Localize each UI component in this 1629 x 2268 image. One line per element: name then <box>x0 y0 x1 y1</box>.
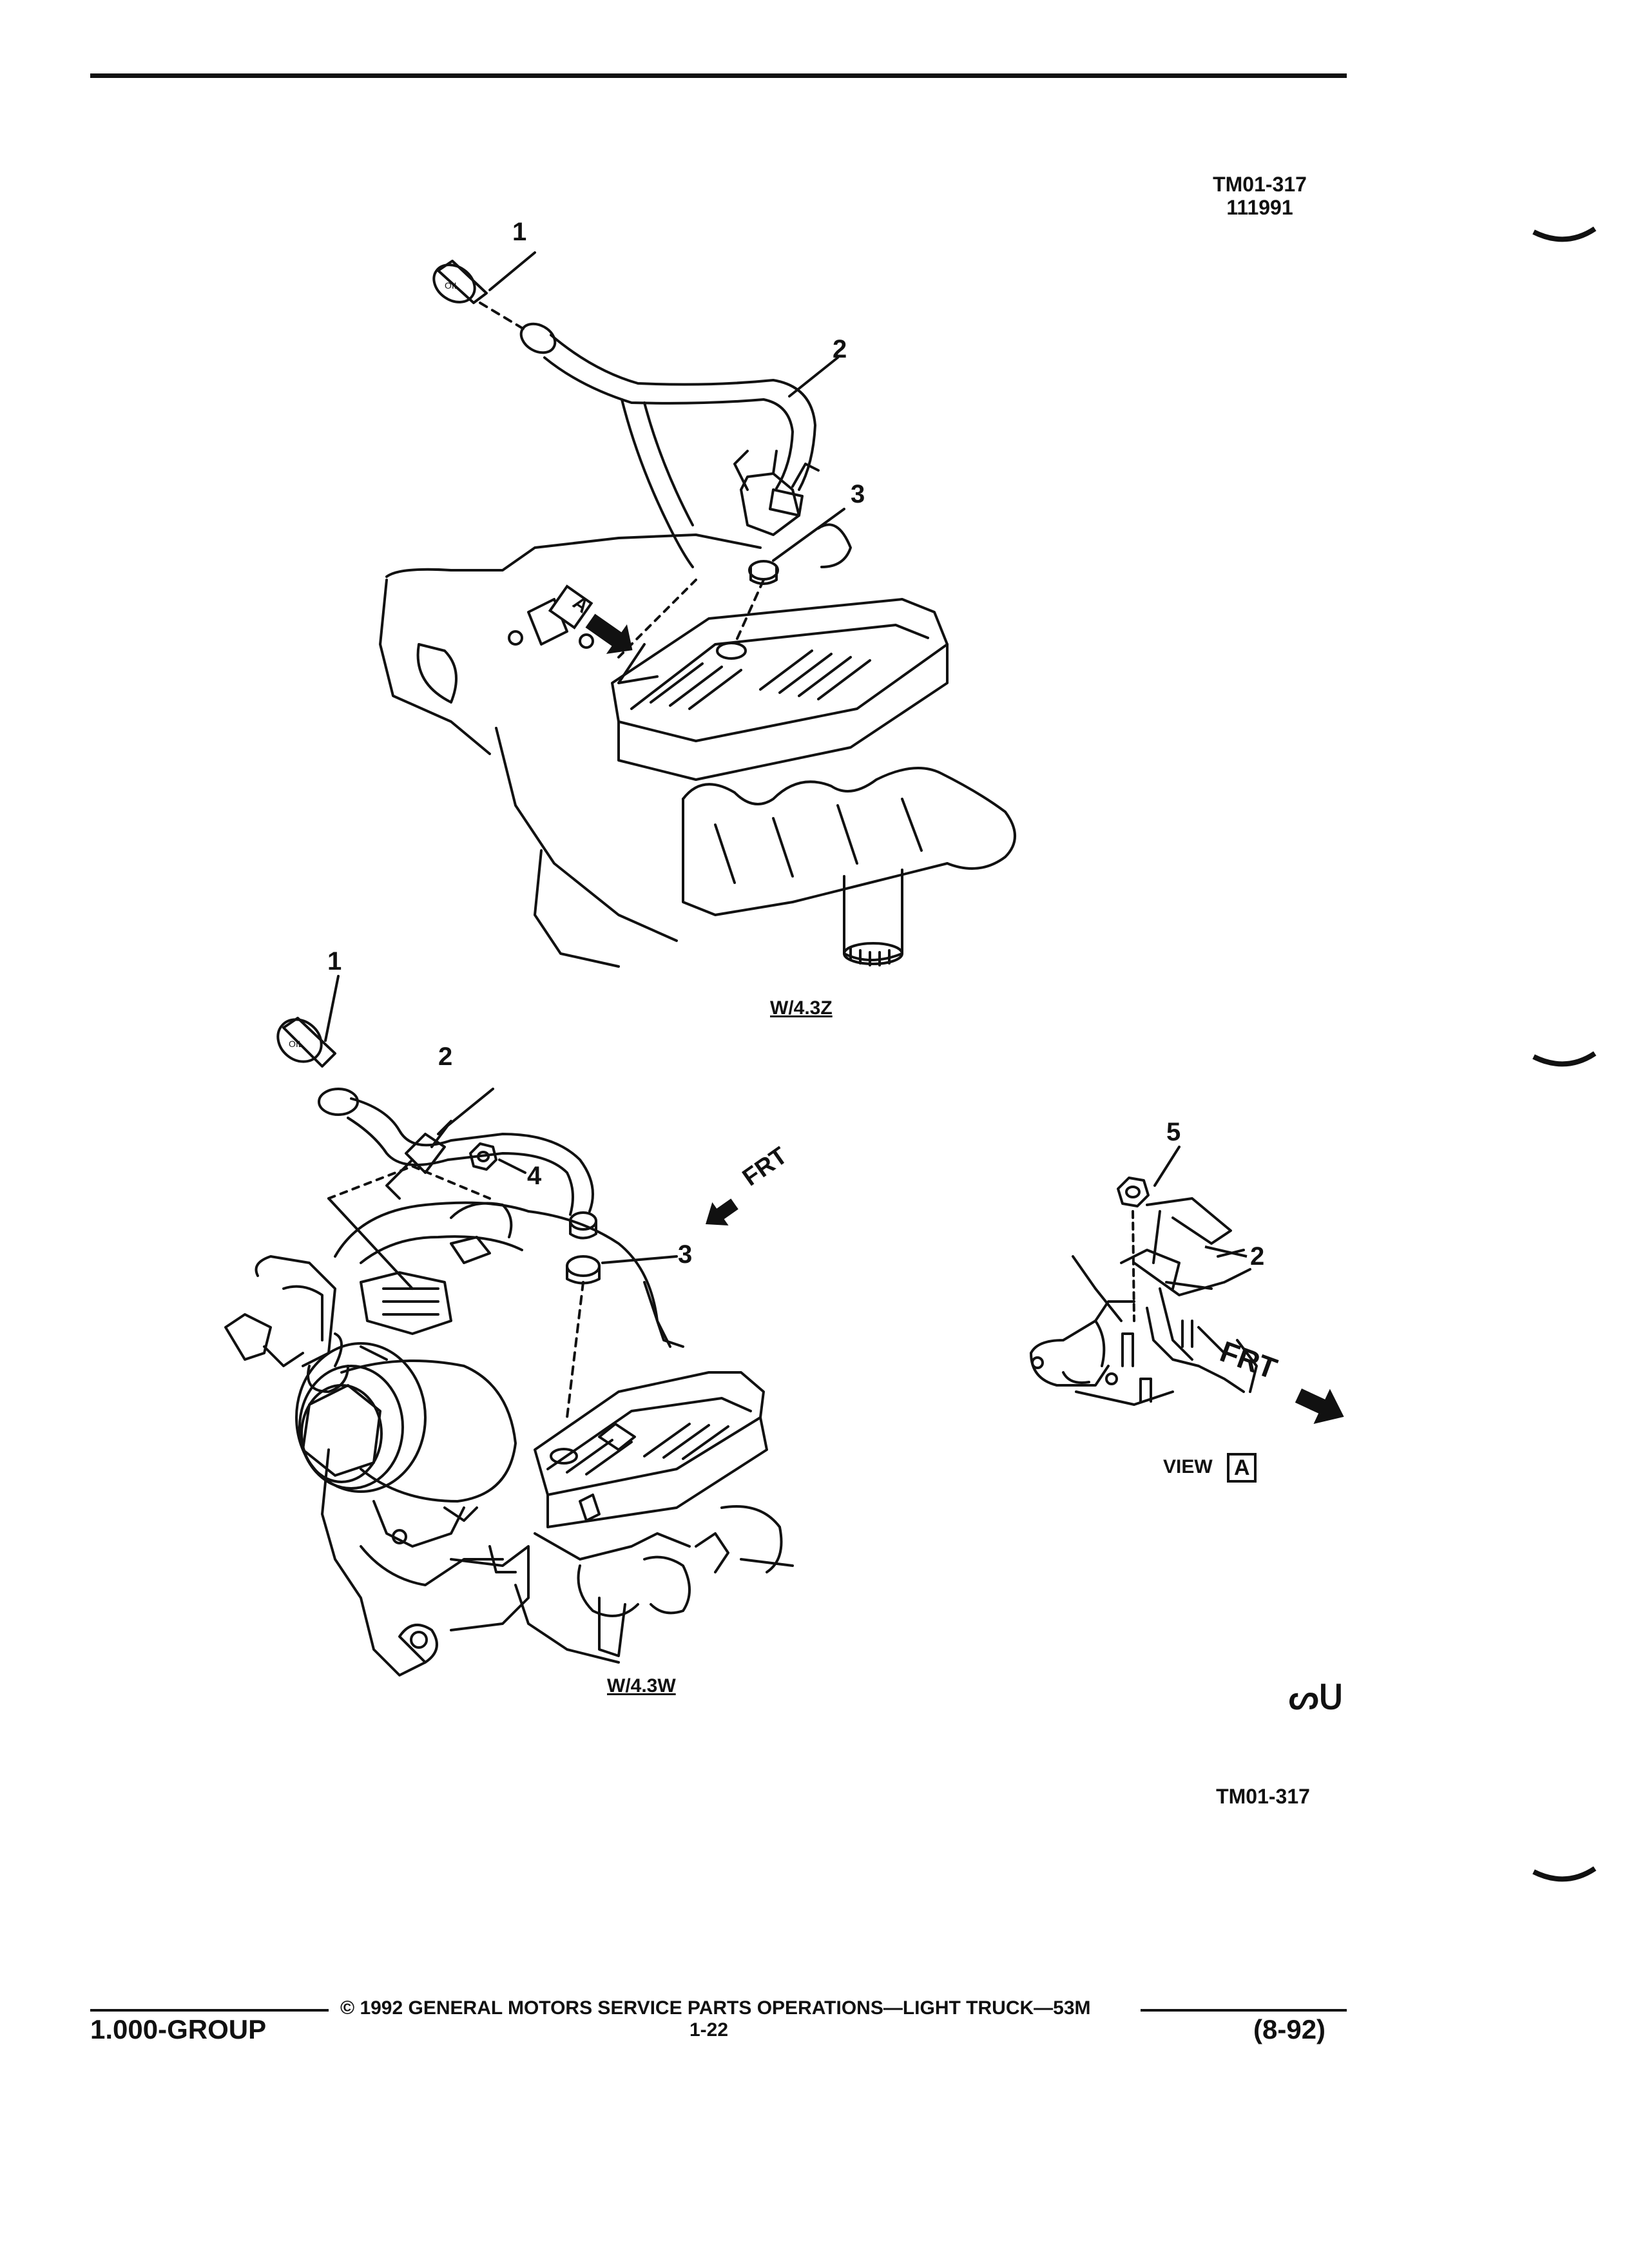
callout-4-bottom: 4 <box>527 1162 542 1190</box>
caption-w43w: W/4.3W <box>607 1675 676 1696</box>
view-letter-box <box>1227 1453 1257 1483</box>
callout-3-top: 3 <box>851 480 865 508</box>
oil-fill-tube-illustration <box>519 322 816 568</box>
callout-2-view-a: 2 <box>1250 1242 1265 1271</box>
header-rule <box>90 73 1347 78</box>
footer-date: (8-92) <box>1253 2014 1326 2044</box>
footer-rule-right <box>1141 2009 1347 2012</box>
callout-1-top: 1 <box>512 218 527 246</box>
footer-copyright: © 1992 GENERAL MOTORS SERVICE PARTS OPER… <box>340 1997 1091 2019</box>
callout-5-view-a: 5 <box>1166 1118 1181 1146</box>
callout-2-top: 2 <box>833 335 847 363</box>
reference-date: 111991 <box>1226 196 1293 219</box>
callout-1-bottom: 1 <box>327 947 342 975</box>
view-caption-word: VIEW <box>1163 1456 1213 1477</box>
footer-page-number: 1-22 <box>689 2019 729 2041</box>
caption-w43z: W/4.3Z <box>770 997 833 1019</box>
page-footer: © 1992 GENERAL MOTORS SERVICE PARTS OPER… <box>90 1997 1347 2100</box>
reference-code-block: TM01-317 111991 <box>1195 173 1324 219</box>
callout-3-bottom: 3 <box>678 1240 693 1269</box>
callout-2-bottom: 2 <box>438 1043 453 1071</box>
svg-text:OIL: OIL <box>445 280 459 291</box>
engine-block-illustration <box>379 450 1016 968</box>
reference-code: TM01-317 <box>1213 173 1307 196</box>
frt-arrow-view-a <box>1295 1389 1344 1424</box>
oil-cap-illustration-bottom: OIL <box>276 1017 336 1068</box>
nut-illustration <box>469 1142 497 1171</box>
footer-group: 1.000-GROUP <box>90 2014 267 2044</box>
svg-text:OIL: OIL <box>289 1039 304 1049</box>
view-caption-letter: A <box>1234 1456 1250 1480</box>
oil-cap-illustration: OIL <box>432 260 488 304</box>
frt-arrow-bottom <box>706 1198 738 1225</box>
bottom-reference-code: TM01-317 <box>1216 1785 1310 1808</box>
view-a-marker <box>548 584 633 654</box>
footer-rule-left <box>90 2009 329 2012</box>
logo-mark: ᔕᑌ <box>1289 1679 1344 1716</box>
